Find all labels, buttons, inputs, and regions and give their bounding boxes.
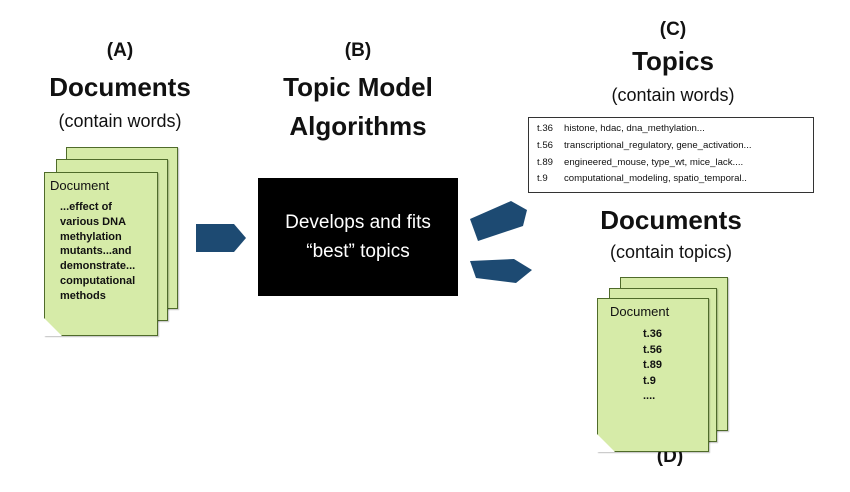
document-d-line: ....	[643, 390, 656, 402]
section-b-title-line2: Algorithms	[289, 111, 427, 141]
document-a-line: demonstrate...	[60, 260, 136, 273]
page-fold-icon	[597, 434, 615, 452]
algorithm-box-line2: “best” topics	[306, 241, 410, 262]
topic-row: t.9 computational_modeling, spatio_tempor…	[537, 171, 813, 188]
document-page-front: Document ...effect of various DNA methyl…	[44, 172, 158, 336]
document-a-line: mutants...and	[60, 245, 132, 258]
arrow-right-icon	[196, 224, 246, 252]
arrow-up-right-icon	[470, 201, 527, 241]
section-a-subtitle: (contain words)	[58, 111, 182, 131]
algorithm-box: Develops and fits “best” topics	[258, 178, 458, 296]
document-a-line: methods	[60, 289, 106, 302]
topic-id: t.9	[537, 173, 548, 185]
document-d-line: t.36	[643, 328, 662, 340]
document-a-line: ...effect of	[60, 201, 112, 213]
document-a-line: methylation	[60, 230, 122, 243]
topic-id: t.89	[537, 156, 554, 168]
section-d-subtitle: (contain topics)	[609, 242, 733, 262]
document-a-line: computational	[60, 274, 136, 287]
topic-row: t.56 transcriptional_regulatory, gene_act…	[537, 138, 813, 155]
algorithm-box-line1: Develops and fits	[285, 212, 431, 233]
topic-words: histone, hdac, dna_methylation...	[564, 123, 705, 134]
document-d-text: t.36 t.56 t.89 t.9 ....	[643, 327, 662, 405]
topic-id: t.36	[537, 123, 554, 134]
section-d-title: Documents	[600, 205, 742, 235]
arrow-down-right-icon	[470, 259, 532, 283]
document-a-title: Document	[50, 178, 110, 193]
section-c-title: Topics	[632, 46, 714, 76]
topic-words: engineered_mouse, type_wt, mice_lack....	[564, 156, 744, 168]
section-b-letter: (B)	[344, 40, 372, 61]
document-a-text: ...effect of various DNA methylation mut…	[60, 200, 135, 304]
document-a-line: various DNA	[60, 215, 127, 228]
topic-words: transcriptional_regulatory, gene_activat…	[564, 139, 752, 151]
topic-words: computational_modeling, spatio_temporal.…	[564, 173, 747, 185]
section-a-letter: (A)	[106, 40, 134, 61]
document-d-line: t.89	[643, 359, 662, 371]
topic-row: t.36 histone, hdac, dna_methylation...	[537, 121, 813, 138]
section-c-subtitle: (contain words)	[611, 85, 735, 105]
document-d-line: t.9	[643, 374, 656, 387]
section-b-title-line1: Topic Model	[283, 72, 433, 102]
section-a-title: Documents	[49, 72, 191, 102]
topic-row: t.89 engineered_mouse, type_wt, mice_lack…	[537, 155, 813, 172]
document-page-front: Document t.36 t.56 t.89 t.9 ....	[597, 298, 709, 452]
section-c-letter: (C)	[659, 19, 687, 40]
topics-box: t.36 histone, hdac, dna_methylation... t.…	[528, 117, 814, 193]
document-d-line: t.56	[643, 343, 662, 356]
document-d-title: Document	[610, 304, 670, 319]
page-fold-icon	[44, 318, 62, 336]
topic-id: t.56	[537, 139, 554, 151]
